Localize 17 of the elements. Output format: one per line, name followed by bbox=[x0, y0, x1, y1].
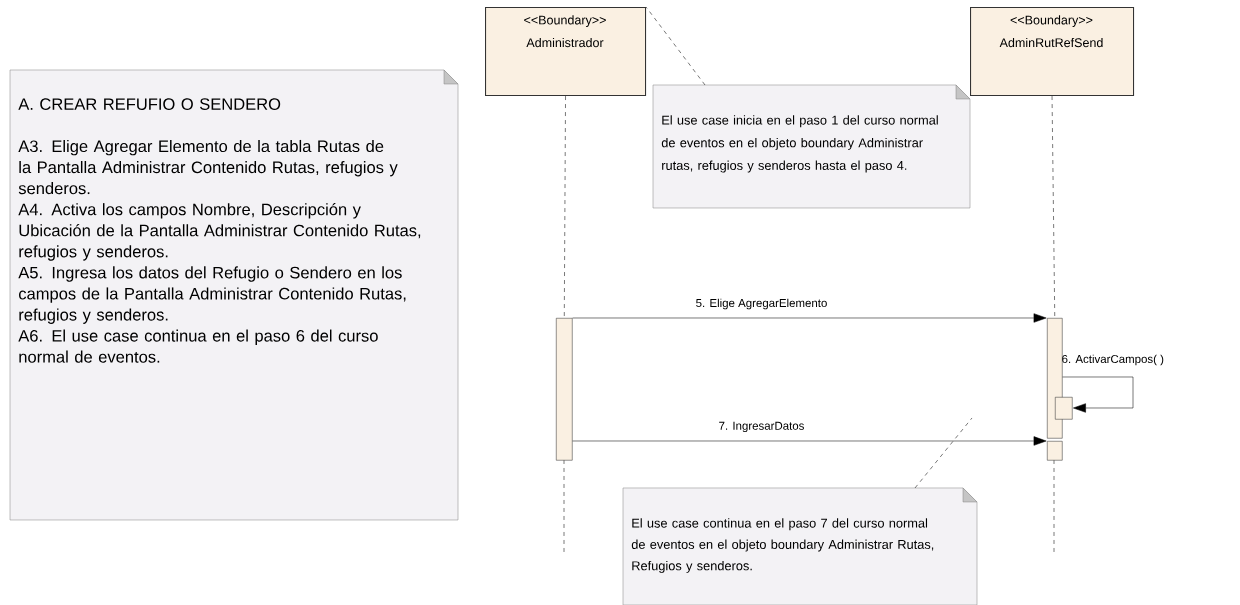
note: A. CREAR REFUFIO O SENDERO A3. Elige Agregar Elemento de la tabla Rutas de la Pantalla Administrar Contenido Rutas, refugios y senderos. A4. Activa los campos Nombre, Descripción y Ubicación de la Pantalla Administrar Contenido Rutas, refugios y senderos. A5. Ingresa los datos del Refugio o Sendero en los campos de la Pantalla Administrar Contenido Rutas, refugios y senderos. A6. El use case continua en el paso 6 del curso normal de eventos. bbox=[9, 69, 459, 521]
activation-bar bbox=[1055, 397, 1073, 420]
lifeline-head-box: <<Boundary>> AdminRutRefSend bbox=[970, 7, 1135, 97]
lifeline-head-box: <<Boundary>> Administrador bbox=[485, 7, 647, 97]
activation-bar bbox=[556, 318, 573, 461]
message-label: 5. Elige AgregarElemento bbox=[696, 298, 827, 310]
message-arrow bbox=[572, 436, 1047, 446]
note: El use case inicia en el paso 1 del curso normal de eventos en el objeto boundary Administrar rutas, refugios y senderos hasta el paso 4. bbox=[652, 84, 971, 209]
message-label: 7. IngresarDatos bbox=[719, 421, 804, 433]
lifeline bbox=[1051, 95, 1056, 319]
message-label: 6. ActivarCampos( ) bbox=[1062, 354, 1164, 366]
lifeline bbox=[564, 95, 566, 319]
leader-line bbox=[645, 6, 706, 86]
message-arrow bbox=[572, 313, 1047, 323]
activation-bar bbox=[1047, 441, 1063, 461]
message-arrow bbox=[1062, 376, 1134, 413]
note: El use case continua en el paso 7 del curso normal de eventos en el objeto boundary Administrar Rutas, Refugios y senderos. bbox=[622, 487, 978, 605]
